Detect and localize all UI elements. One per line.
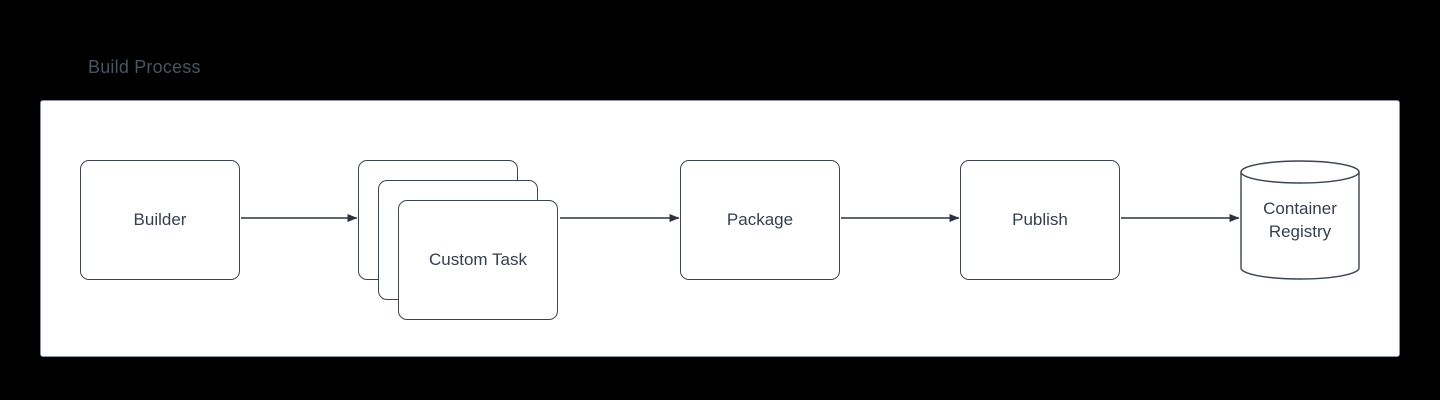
node-package[interactable]: Package: [680, 160, 840, 280]
node-package-label: Package: [726, 210, 794, 229]
node-publish[interactable]: Publish: [960, 160, 1120, 280]
node-builder-label: Builder: [133, 210, 187, 229]
node-publish-label: Publish: [1012, 210, 1068, 229]
cylinder-icon: [1240, 160, 1360, 280]
page-title: Build Process: [88, 57, 201, 77]
node-custom-task-card-front[interactable]: Custom Task: [398, 200, 558, 320]
node-builder[interactable]: Builder: [80, 160, 240, 280]
node-custom-task-label: Custom Task: [429, 250, 527, 269]
node-container-registry[interactable]: Container Registry: [1240, 160, 1360, 280]
node-custom-task-stack[interactable]: Custom Task: [358, 160, 560, 320]
